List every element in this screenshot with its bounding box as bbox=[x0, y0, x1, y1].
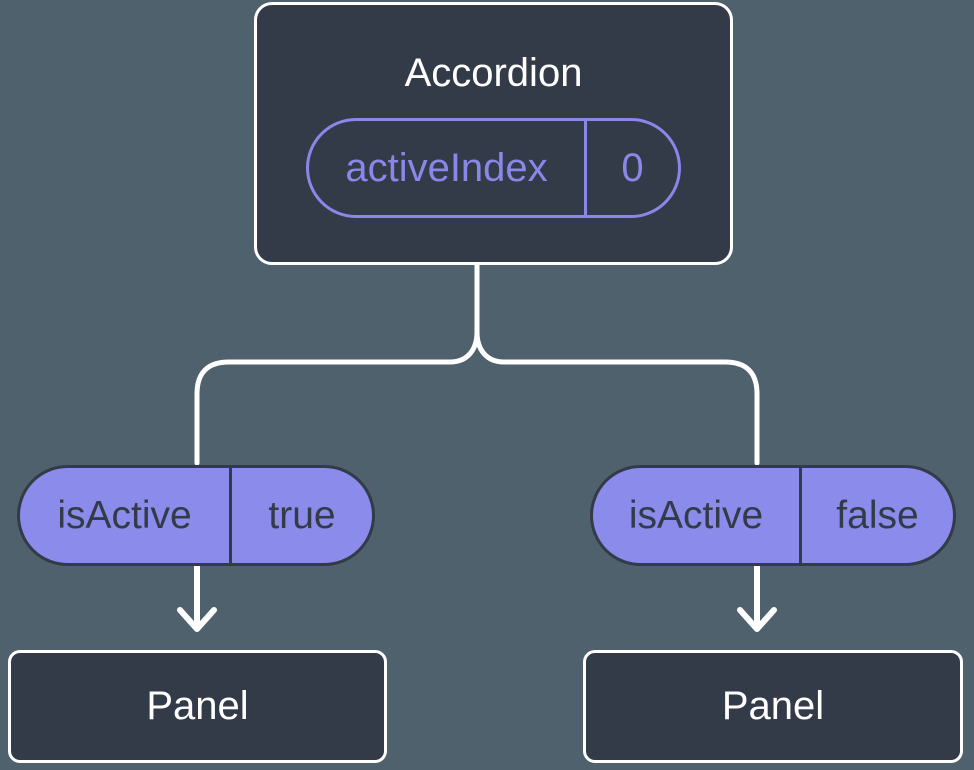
branch-left-line bbox=[194, 260, 480, 466]
state-value: 0 bbox=[584, 121, 678, 215]
panel-node-left: Panel bbox=[8, 650, 387, 763]
state-pill: activeIndex 0 bbox=[306, 118, 681, 218]
prop-pill-right: isActive false bbox=[590, 465, 956, 566]
prop-value: true bbox=[229, 468, 372, 563]
branch-right-line bbox=[474, 260, 760, 466]
prop-value: false bbox=[799, 468, 953, 563]
arrow-right-icon bbox=[737, 563, 777, 632]
panel-node-right: Panel bbox=[583, 650, 963, 763]
panel-title: Panel bbox=[721, 684, 825, 728]
accordion-node: Accordion activeIndex 0 bbox=[254, 2, 733, 265]
arrow-left-icon bbox=[177, 563, 217, 632]
prop-pill-left: isActive true bbox=[17, 465, 375, 566]
prop-name: isActive bbox=[628, 493, 764, 537]
state-name: activeIndex bbox=[345, 145, 548, 190]
panel-title: Panel bbox=[146, 684, 249, 728]
accordion-title: Accordion bbox=[404, 51, 583, 95]
prop-name: isActive bbox=[57, 493, 192, 537]
